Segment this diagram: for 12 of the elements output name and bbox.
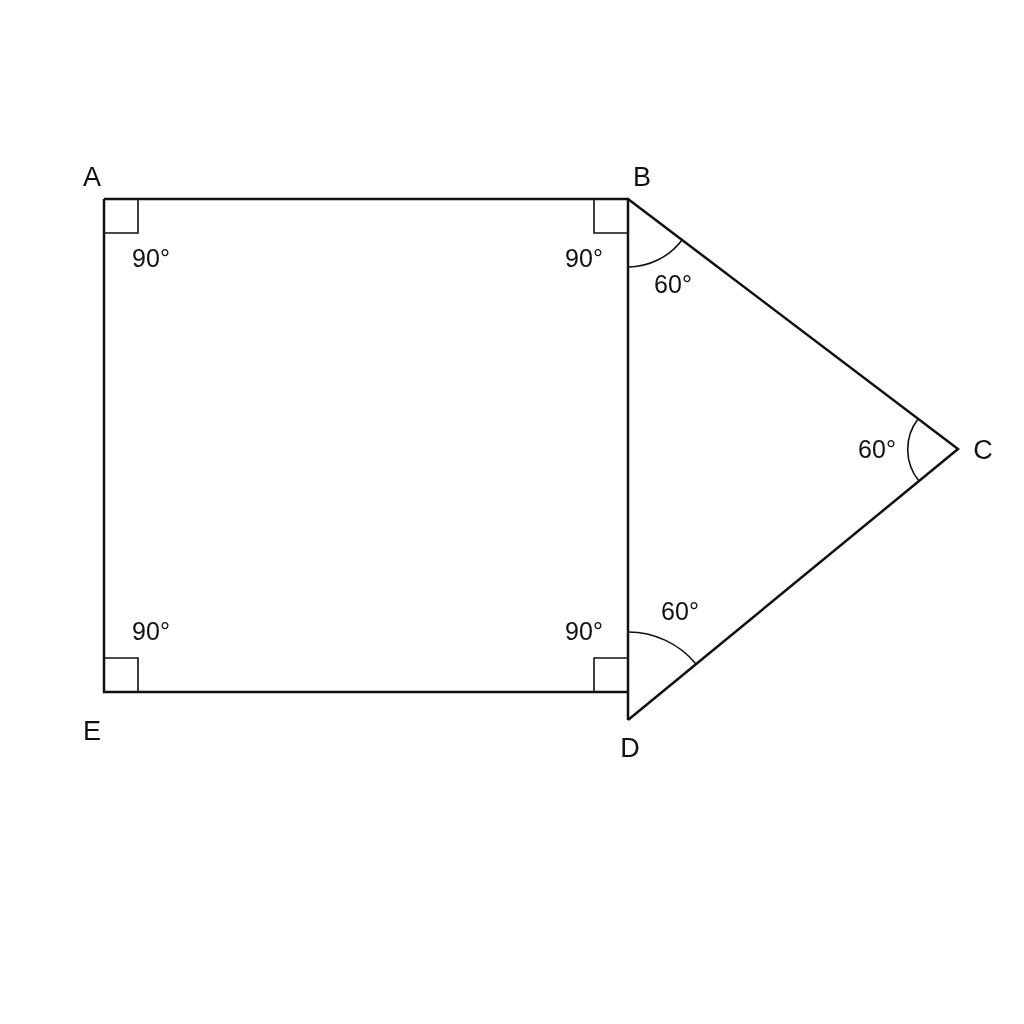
angle-label: 90°: [132, 618, 170, 644]
vertex-label: E: [83, 717, 101, 745]
angle-label: 90°: [132, 245, 170, 271]
vertex-label: C: [973, 436, 993, 464]
angle-label: 60°: [858, 436, 896, 462]
angle-label: 60°: [654, 271, 692, 297]
angle-label: 90°: [565, 618, 603, 644]
vertex-label: B: [633, 163, 651, 191]
angle-label: 60°: [661, 598, 699, 624]
angle-label: 90°: [565, 245, 603, 271]
vertex-label: D: [620, 734, 640, 762]
vertex-label: A: [83, 163, 101, 191]
